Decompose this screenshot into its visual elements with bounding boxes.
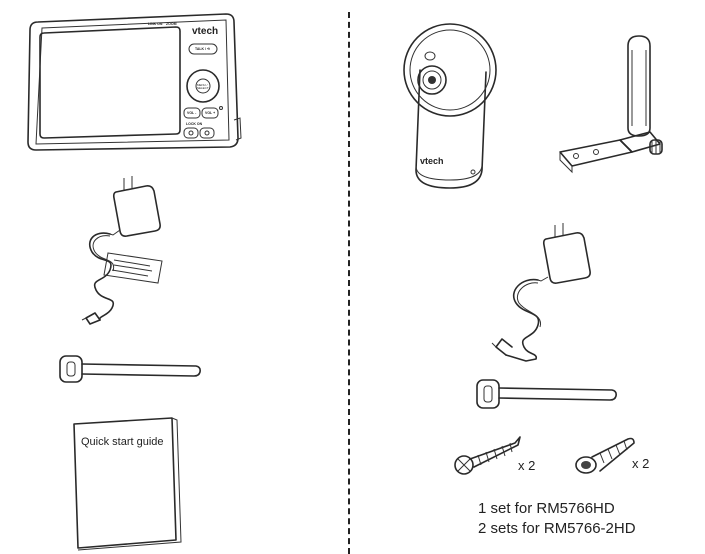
power-button[interactable]: [183, 127, 199, 139]
link-on-label: LINK ON: [148, 22, 163, 26]
sets-line-2: 2 sets for RM5766-2HD: [478, 520, 636, 537]
nav-pad[interactable]: [186, 69, 220, 103]
menu-select-label: MENU / SELECT: [197, 83, 209, 90]
baby-camera-illustration: [403, 23, 497, 189]
quick-start-guide-illustration: [73, 417, 182, 551]
camera-brand: vtech: [420, 156, 444, 166]
quick-start-guide-title: Quick start guide: [81, 436, 164, 448]
vol-plus-label: VOL +: [205, 111, 216, 115]
mounting-screw-illustration: [454, 436, 521, 475]
vol-plus-button[interactable]: [201, 107, 219, 119]
parent-monitor-illustration: [27, 13, 242, 151]
zoom-button[interactable]: [199, 127, 215, 139]
panel-divider: [348, 12, 350, 554]
vol-minus-label: VOL -: [187, 111, 197, 115]
wall-mount-bracket-illustration: [559, 35, 663, 174]
camera-power-adapter-illustration: [491, 223, 591, 362]
cable-tie-illustration: [59, 355, 201, 383]
zoom-label: ZOOM: [166, 22, 177, 26]
right-panel: vtech x 2 x: [350, 0, 705, 554]
vol-minus-button[interactable]: [183, 107, 201, 119]
talk-button[interactable]: [188, 43, 218, 55]
left-panel: vtech LINK ON ZOOM TALK / ⟲ MENU / SELEC…: [0, 0, 348, 554]
wall-anchor-illustration: [575, 437, 635, 474]
anchor-quantity: x 2: [632, 456, 650, 471]
lockdown-label: LOCK ON: [186, 122, 203, 126]
talk-button-label: TALK / ⟲: [195, 47, 210, 51]
sets-line-1: 1 set for RM5766HD: [478, 500, 615, 517]
camera-cable-tie-illustration: [476, 379, 617, 409]
menu-select-button[interactable]: [195, 78, 211, 94]
monitor-power-adapter-illustration: [81, 176, 163, 325]
monitor-brand: vtech: [192, 26, 219, 37]
screw-quantity: x 2: [518, 458, 536, 473]
